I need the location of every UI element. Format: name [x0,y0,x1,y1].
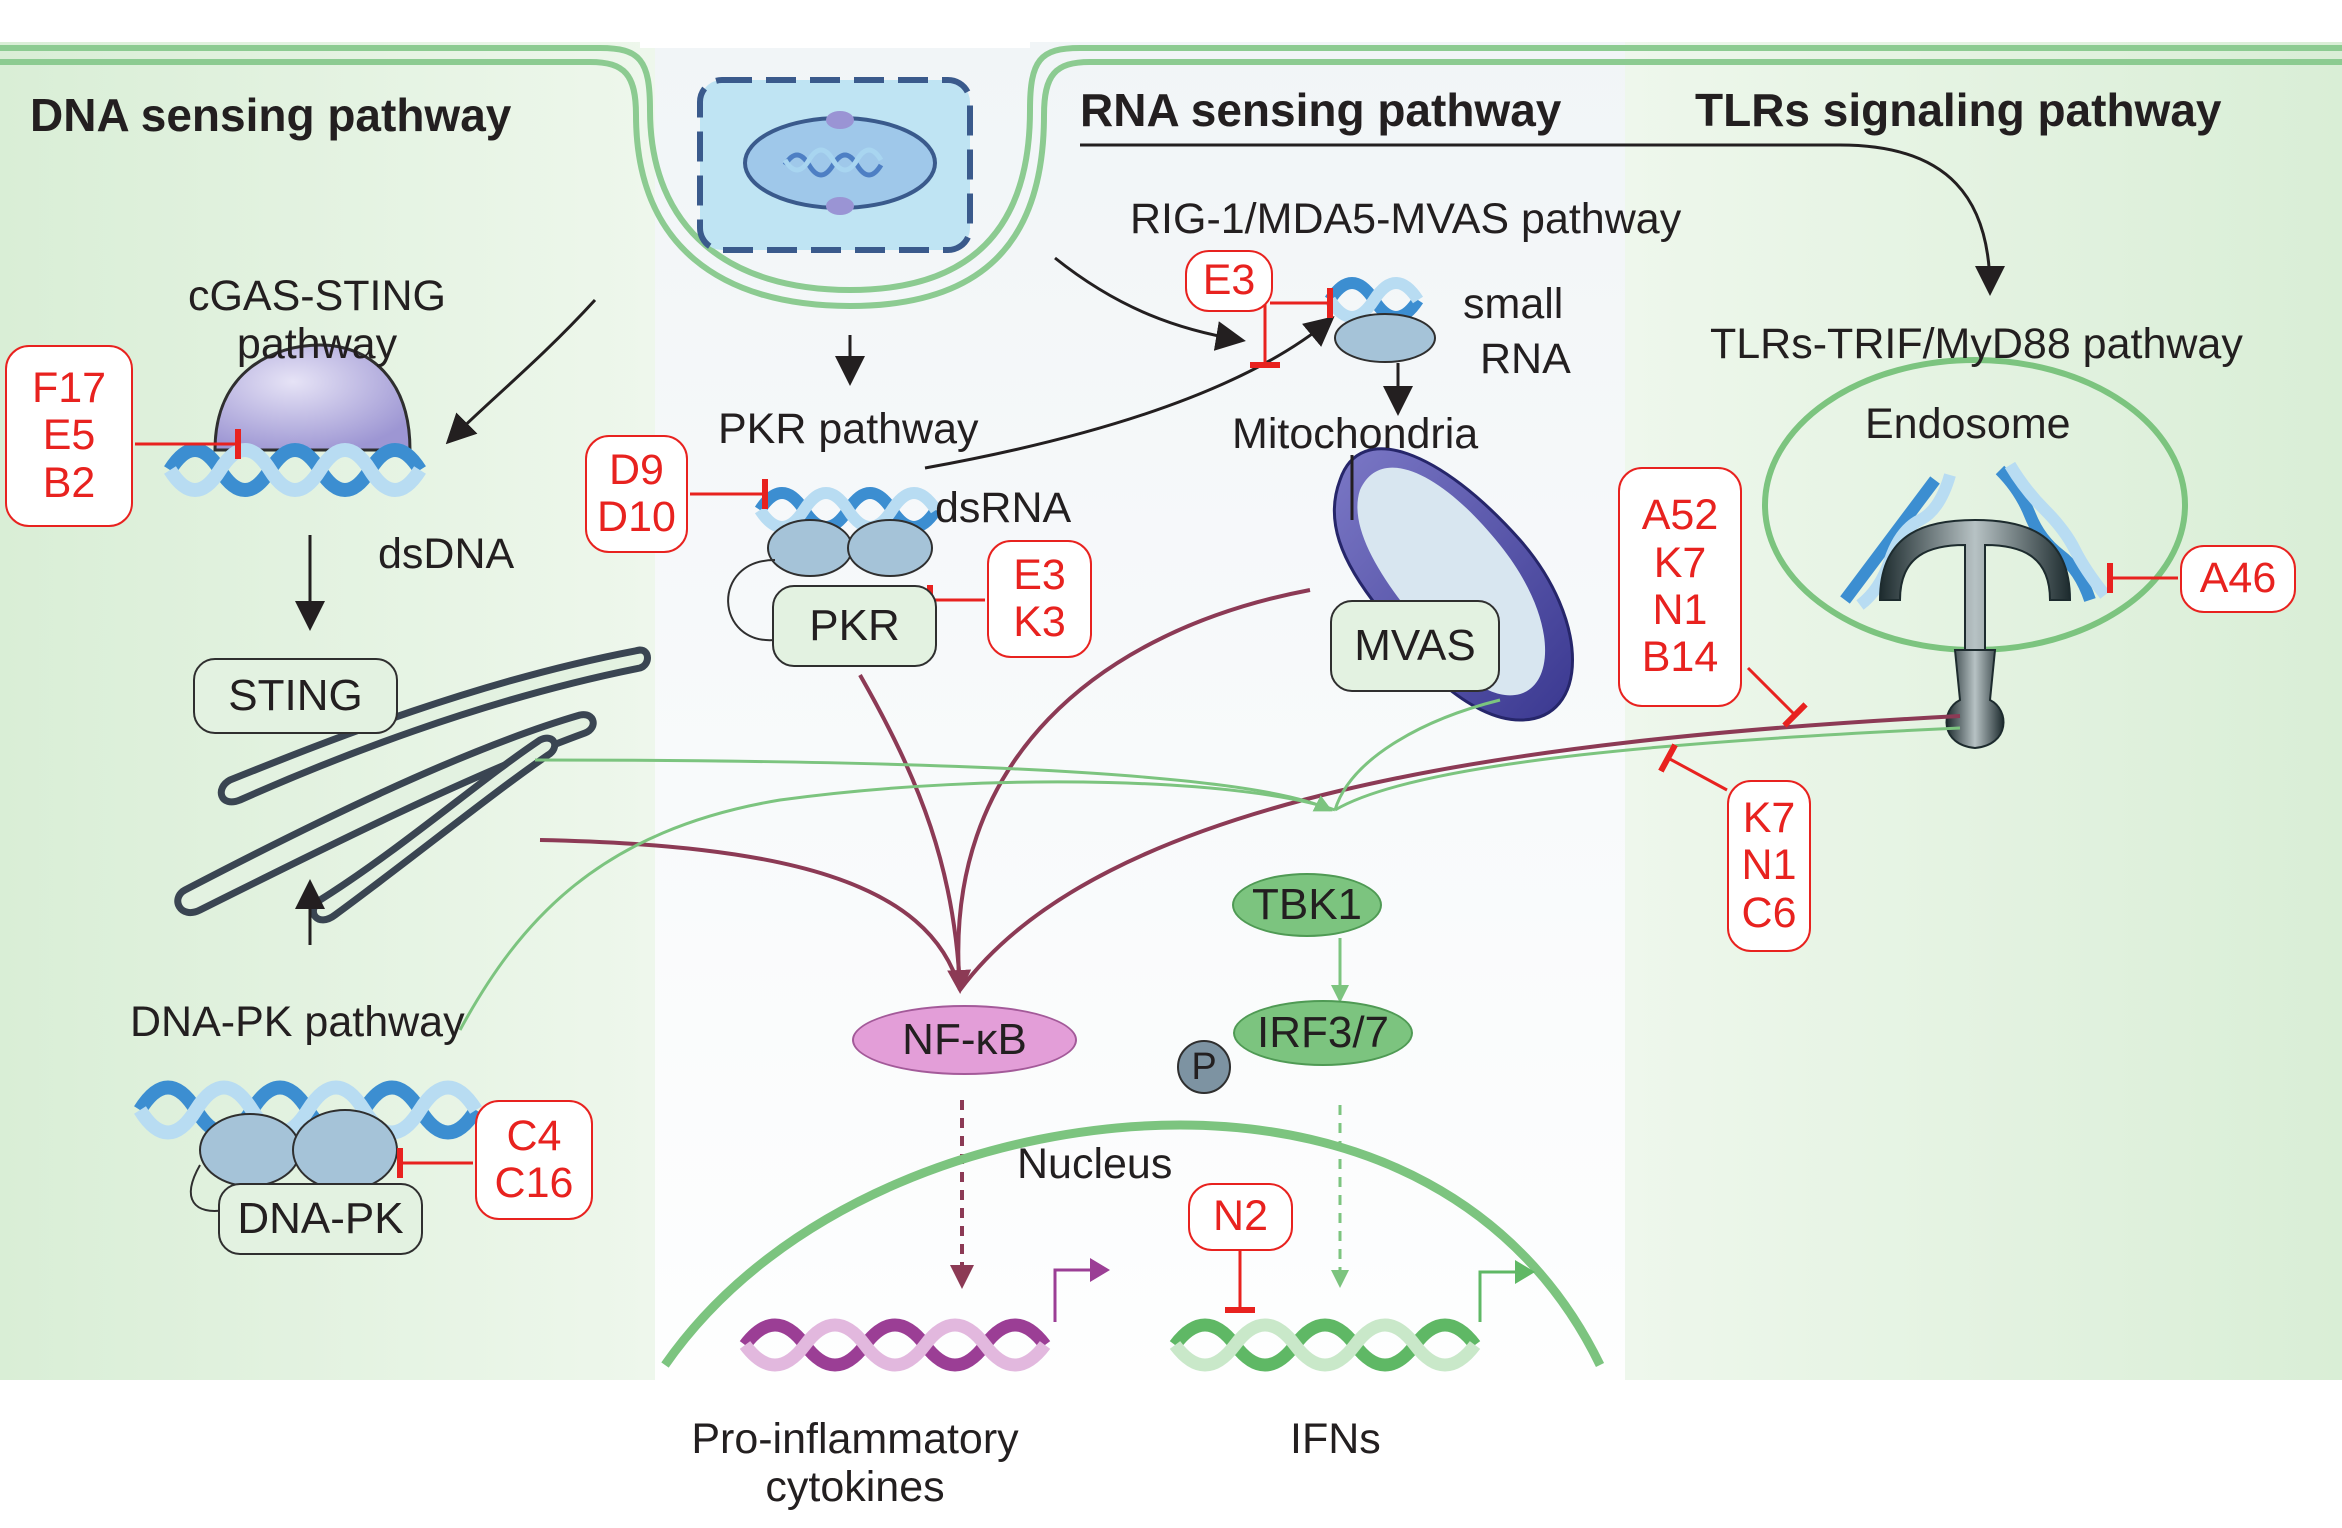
inhib-e3-pkr: E3 [1013,550,1066,599]
tbk1-node: TBK1 [1232,873,1382,937]
endosome-label: Endosome [1865,400,2071,448]
pro-line2: cytokines [765,1463,945,1512]
inhib-d9: D9 [609,445,664,494]
dsdna-helix [164,443,426,497]
inhib-e5: E5 [42,411,96,460]
nucleus-label: Nucleus [1017,1140,1173,1188]
inhib-k3: K3 [1013,598,1066,646]
inhib-c6: C6 [1741,888,1797,937]
tlr-receptor [1878,518,2072,750]
virus-particle [697,77,973,253]
small-rna-helix [1324,277,1424,323]
nfkb-pathway-lines [539,588,1961,1289]
black-arrows [295,143,2005,945]
inhib-k7-b: K7 [1742,794,1796,843]
mvas-box: MVAS [1330,600,1500,692]
rna-label: RNA [1480,335,1571,383]
inhib-c4: C4 [506,1111,562,1160]
tlr-region-bg [1625,40,2342,1523]
inhibitor-nucleus: N2 [1188,1183,1293,1251]
nfkb-node: NF-κB [852,1005,1077,1075]
inhibitor-tlr-right: A46 [2180,545,2296,613]
inhib-n2: N2 [1213,1192,1268,1241]
rna-sensing-header: RNA sensing pathway [1080,84,1562,136]
inhib-k7-a: K7 [1653,538,1707,587]
cgas-protein [213,343,412,452]
dna-region-bg [0,40,655,1523]
cgas-sting-label: cGAS-STING pathway [188,272,446,368]
ifns-label: IFNs [1290,1415,1381,1463]
small-label: small [1463,280,1564,328]
dnapk-pathway-label: DNA-PK pathway [130,998,465,1046]
cell-membrane [0,45,2342,310]
inhibitor-rig: E3 [1185,250,1273,312]
inhib-n1-b: N1 [1741,841,1797,890]
irf37-node: IRF3/7 [1233,1000,1413,1066]
pro-line1: Pro-inflammatory [691,1415,1019,1463]
inhib-c16: C16 [494,1159,574,1207]
inhib-b2: B2 [42,458,96,507]
dnapk-box: DNA-PK [218,1183,423,1255]
inhib-f17: F17 [31,364,107,413]
inhibition-lines [135,288,2178,1313]
cytokine-gene [739,1258,1110,1372]
irf-pathway-lines [458,698,1961,1288]
dnapk-helix [134,1080,482,1140]
inhib-b14: B14 [1641,633,1719,682]
inhib-n1-a: N1 [1652,586,1708,634]
dsdna-label: dsDNA [378,530,515,578]
bottom-white [0,1380,2342,1523]
mitochondria-label: Mitochondria [1232,410,1479,458]
pkr-pathway-label: PKR pathway [718,405,979,453]
inhib-a46: A46 [2199,554,2277,603]
inhib-d10: D10 [597,493,676,541]
rig-pathway-label: RIG-1/MDA5-MVAS pathway [1130,195,1682,243]
sting-box: STING [193,658,398,734]
ifn-gene [1169,1260,1535,1372]
pkr-box: PKR [772,585,937,667]
inhib-e3-rig: E3 [1202,256,1256,305]
er-golgi [174,646,651,924]
dsrna-label: dsRNA [935,484,1072,532]
cgas-line2: pathway [236,320,398,369]
tlr-signaling-header: TLRs signaling pathway [1695,84,2222,136]
phospho-marker: P [1177,1040,1231,1094]
dna-sensing-header: DNA sensing pathway [30,89,512,141]
pro-inflammatory-label: Pro-inflammatory cytokines [691,1415,1018,1511]
tlrs-trif-label: TLRs-TRIF/MyD88 pathway [1710,320,2243,368]
cgas-line1: cGAS-STING [187,272,447,320]
nucleus-envelope [661,1120,1605,1368]
inhib-a52: A52 [1641,491,1719,540]
